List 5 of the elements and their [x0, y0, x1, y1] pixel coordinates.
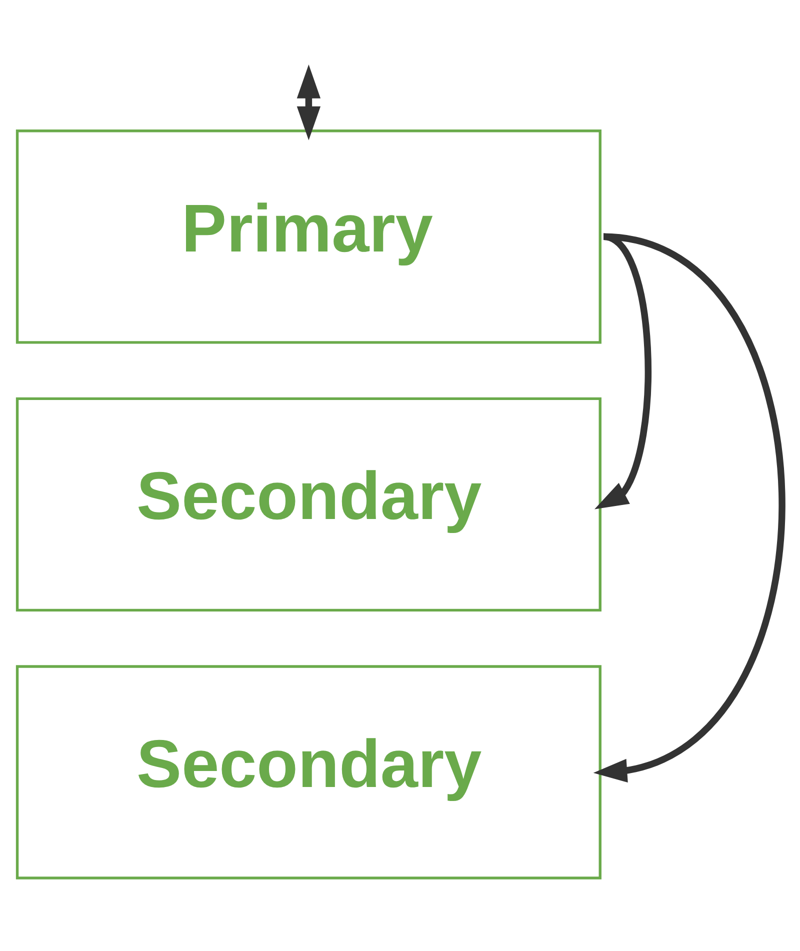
arrow: [593, 233, 786, 782]
node-box: Secondary: [16, 665, 602, 880]
node-box: Secondary: [16, 397, 602, 612]
arrow: [296, 64, 321, 140]
node-box: Primary: [16, 130, 602, 344]
